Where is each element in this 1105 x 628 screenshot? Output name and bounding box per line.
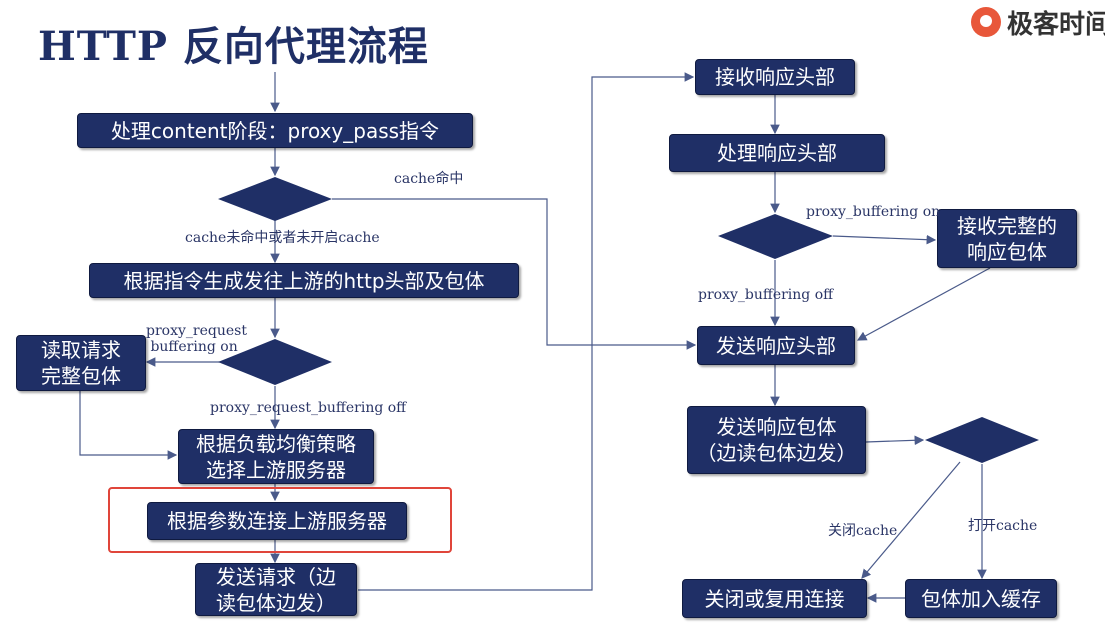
node-recv-headers: 接收响应头部 bbox=[695, 59, 855, 95]
decision-cache bbox=[218, 177, 332, 221]
label-cache-miss: cache未命中或者未开启cache bbox=[185, 230, 380, 246]
edge-body-to-diamond4 bbox=[865, 435, 925, 446]
edge-full-to-sendhdr bbox=[856, 267, 991, 341]
label-req-buf-on: proxy_request buffering on bbox=[146, 323, 247, 355]
edge-buf-on bbox=[832, 234, 937, 245]
label-close-cache: 关闭cache bbox=[828, 523, 898, 539]
node-send-body: 发送响应包体 （边读包体边发） bbox=[687, 406, 866, 474]
decision-cache-store bbox=[925, 417, 1039, 463]
node-connect-upstream: 根据参数连接上游服务器 bbox=[147, 502, 407, 540]
brand-name: 极客时间 bbox=[1006, 9, 1105, 40]
label-open-cache: 打开cache bbox=[968, 518, 1038, 534]
brand: 极客时间 bbox=[970, 4, 1105, 40]
node-send-request: 发送请求（边 读包体边发） bbox=[195, 563, 357, 616]
node-cache-body: 包体加入缓存 bbox=[905, 579, 1057, 618]
highlight-box bbox=[108, 487, 452, 553]
edge-readbody-to-lb bbox=[79, 391, 178, 460]
edge-cache-hit bbox=[332, 198, 697, 350]
node-proc-headers: 处理响应头部 bbox=[669, 134, 885, 172]
edge-send-to-recv bbox=[358, 72, 695, 591]
node-gen-request: 根据指令生成发往上游的http头部及包体 bbox=[89, 263, 519, 298]
node-close-reuse: 关闭或复用连接 bbox=[682, 579, 867, 618]
label-cache-hit: cache命中 bbox=[394, 171, 464, 187]
geektime-logo-icon bbox=[970, 7, 1001, 37]
node-send-headers: 发送响应头部 bbox=[697, 326, 855, 365]
node-recv-full-body: 接收完整的 响应包体 bbox=[937, 209, 1077, 268]
decision-proxy-buffering bbox=[718, 214, 833, 259]
node-content-phase: 处理content阶段：proxy_pass指令 bbox=[77, 113, 473, 148]
page-title: HTTP 反向代理流程 bbox=[38, 23, 429, 70]
decision-request-buffering bbox=[218, 339, 332, 385]
label-req-buf-off: proxy_request_buffering off bbox=[210, 400, 407, 416]
label-buf-off: proxy_buffering off bbox=[698, 287, 834, 303]
node-read-body: 读取请求 完整包体 bbox=[16, 335, 146, 391]
edge-close-cache bbox=[861, 461, 961, 579]
label-buf-on: proxy_buffering on bbox=[806, 204, 941, 220]
node-load-balance: 根据负载均衡策略 选择上游服务器 bbox=[178, 429, 374, 484]
